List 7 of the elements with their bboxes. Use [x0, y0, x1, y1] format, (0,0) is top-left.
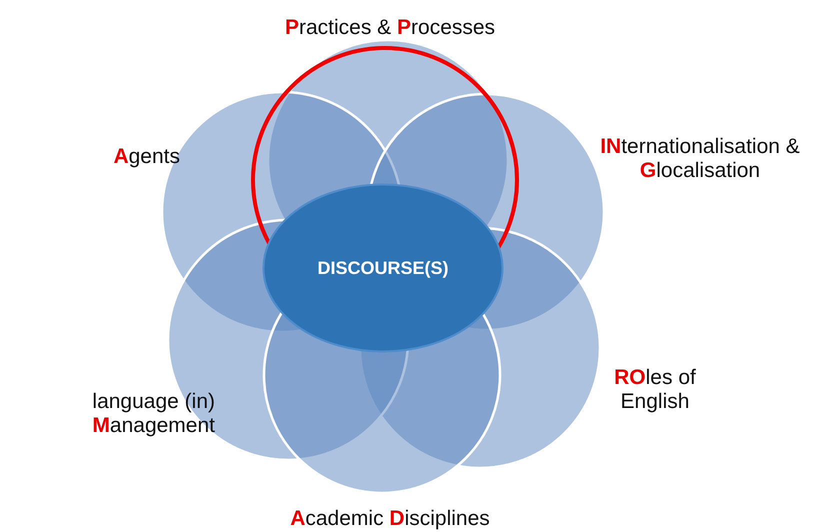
circle-label: language (in) Management [91, 390, 215, 438]
circle-label: ROles of English [613, 366, 697, 414]
center-label: DISCOURSE(S) [317, 258, 448, 278]
circle-label: Practices & Processes [284, 16, 496, 40]
circle-label: Agents [112, 145, 180, 169]
circle-label: INternationalisation & Glocalisation [599, 135, 801, 183]
circle-label: Academic Disciplines [289, 507, 491, 531]
